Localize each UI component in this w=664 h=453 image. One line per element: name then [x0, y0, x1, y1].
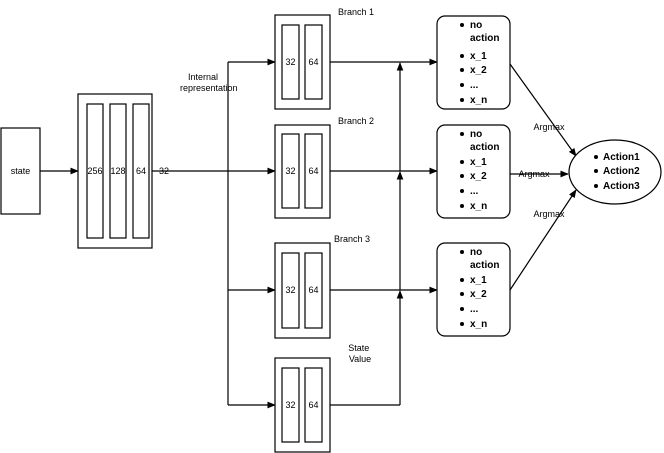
- connections: [40, 58, 577, 409]
- output-action: Action3: [603, 181, 640, 192]
- encoder-layer-label: 32: [159, 166, 169, 176]
- action-item: ...: [470, 80, 479, 91]
- branch-layer-label: 64: [308, 400, 318, 410]
- state-input-node: state: [0, 127, 41, 215]
- branch-layer: [281, 367, 300, 443]
- action-item: x_n: [470, 201, 487, 212]
- branch-layer-label: 32: [285, 285, 295, 295]
- state-label: state: [11, 166, 31, 176]
- branch-layer: [304, 367, 323, 443]
- output-actions-node: Action1 Action2 Action3: [568, 139, 662, 205]
- action-item: x_1: [470, 51, 487, 62]
- arrow-actions-3-to-output: [509, 189, 577, 291]
- branch-layer-label: 64: [308, 57, 318, 67]
- action-item: x_2: [470, 171, 487, 182]
- output-action: Action1: [603, 152, 640, 163]
- action-item: ...: [470, 186, 479, 197]
- branch-layer-label: 32: [285, 57, 295, 67]
- branch-title: Branch 2: [338, 116, 374, 126]
- branch-title: Branch 3: [334, 234, 370, 244]
- encoder-layer-label: 256: [87, 166, 102, 176]
- branch-layer-label: 64: [308, 285, 318, 295]
- argmax-label: Argmax: [533, 122, 565, 132]
- encoder-layer-label: 128: [110, 166, 125, 176]
- branch-title: State Value: [348, 343, 372, 364]
- branch-layer: [304, 133, 323, 209]
- action-item: x_2: [470, 65, 487, 76]
- branch-layer: [281, 133, 300, 209]
- argmax-label: Argmax: [518, 169, 550, 179]
- branch-layer: [304, 252, 323, 329]
- internal-representation-label: Internal representation: [180, 72, 238, 93]
- encoder-network: 256 128 64 32: [77, 93, 169, 249]
- action-item: x_1: [470, 157, 487, 168]
- encoder-layer-label: 64: [136, 166, 146, 176]
- branch-layer: [304, 24, 323, 100]
- encoder-layer-128: [109, 103, 127, 239]
- action-item: x_n: [470, 319, 487, 330]
- branch-layer-label: 64: [308, 166, 318, 176]
- branch-layer: [281, 24, 300, 100]
- action-item: x_n: [470, 95, 487, 106]
- argmax-label: Argmax: [533, 209, 565, 219]
- action-item: x_2: [470, 289, 487, 300]
- branch-1-network: Branch 1 32 64: [274, 7, 374, 110]
- encoder-layer-64: [132, 103, 150, 239]
- encoder-layer-256: [86, 103, 104, 239]
- action-item: x_1: [470, 275, 487, 286]
- branch-layer-label: 32: [285, 166, 295, 176]
- output-action: Action2: [603, 166, 640, 177]
- branch-title: Branch 1: [338, 7, 374, 17]
- branch-3-network: Branch 3 32 64: [274, 234, 370, 339]
- action-item: ...: [470, 304, 479, 315]
- branch-2-network: Branch 2 32 64: [274, 116, 374, 219]
- arrow-actions-1-to-output: [509, 63, 577, 157]
- state-value-network: State Value 32 64: [274, 343, 372, 453]
- branch-layer: [281, 252, 300, 329]
- branch-layer-label: 32: [285, 400, 295, 410]
